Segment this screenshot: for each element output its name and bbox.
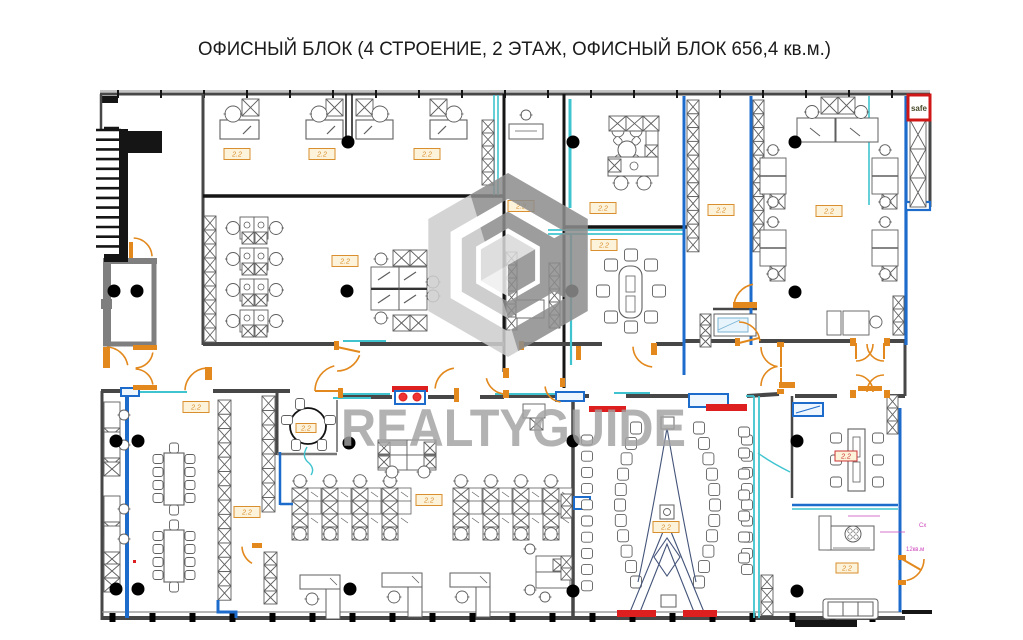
svg-text:2.2: 2.2 <box>515 204 526 211</box>
svg-text:2.2: 2.2 <box>823 209 834 216</box>
svg-text:2.2: 2.2 <box>715 208 726 215</box>
svg-text:Сх: Сх <box>919 523 926 529</box>
svg-text:12кв.м: 12кв.м <box>906 547 924 553</box>
svg-text:2.2: 2.2 <box>421 152 432 159</box>
svg-text:2.2: 2.2 <box>316 152 327 159</box>
svg-text:ОФИСНЫЙ БЛОК (4 СТРОЕНИЕ, 2 ЭТ: ОФИСНЫЙ БЛОК (4 СТРОЕНИЕ, 2 ЭТАЖ, ОФИСНЫ… <box>198 38 831 60</box>
svg-text:REALTYGUIDE: REALTYGUIDE <box>341 399 686 458</box>
svg-text:2.2: 2.2 <box>840 454 851 461</box>
svg-text:2.2: 2.2 <box>231 152 242 159</box>
svg-text:safe: safe <box>911 104 928 113</box>
svg-text:2.2: 2.2 <box>339 259 350 266</box>
svg-text:2.2: 2.2 <box>841 566 852 573</box>
svg-text:2.2: 2.2 <box>300 426 311 433</box>
svg-text:2.2: 2.2 <box>597 206 608 213</box>
svg-text:2.2: 2.2 <box>598 243 609 250</box>
svg-text:2.2: 2.2 <box>423 498 434 505</box>
svg-text:2.2: 2.2 <box>660 525 671 532</box>
svg-text:2.2: 2.2 <box>190 405 201 412</box>
svg-text:2.2: 2.2 <box>241 510 252 517</box>
